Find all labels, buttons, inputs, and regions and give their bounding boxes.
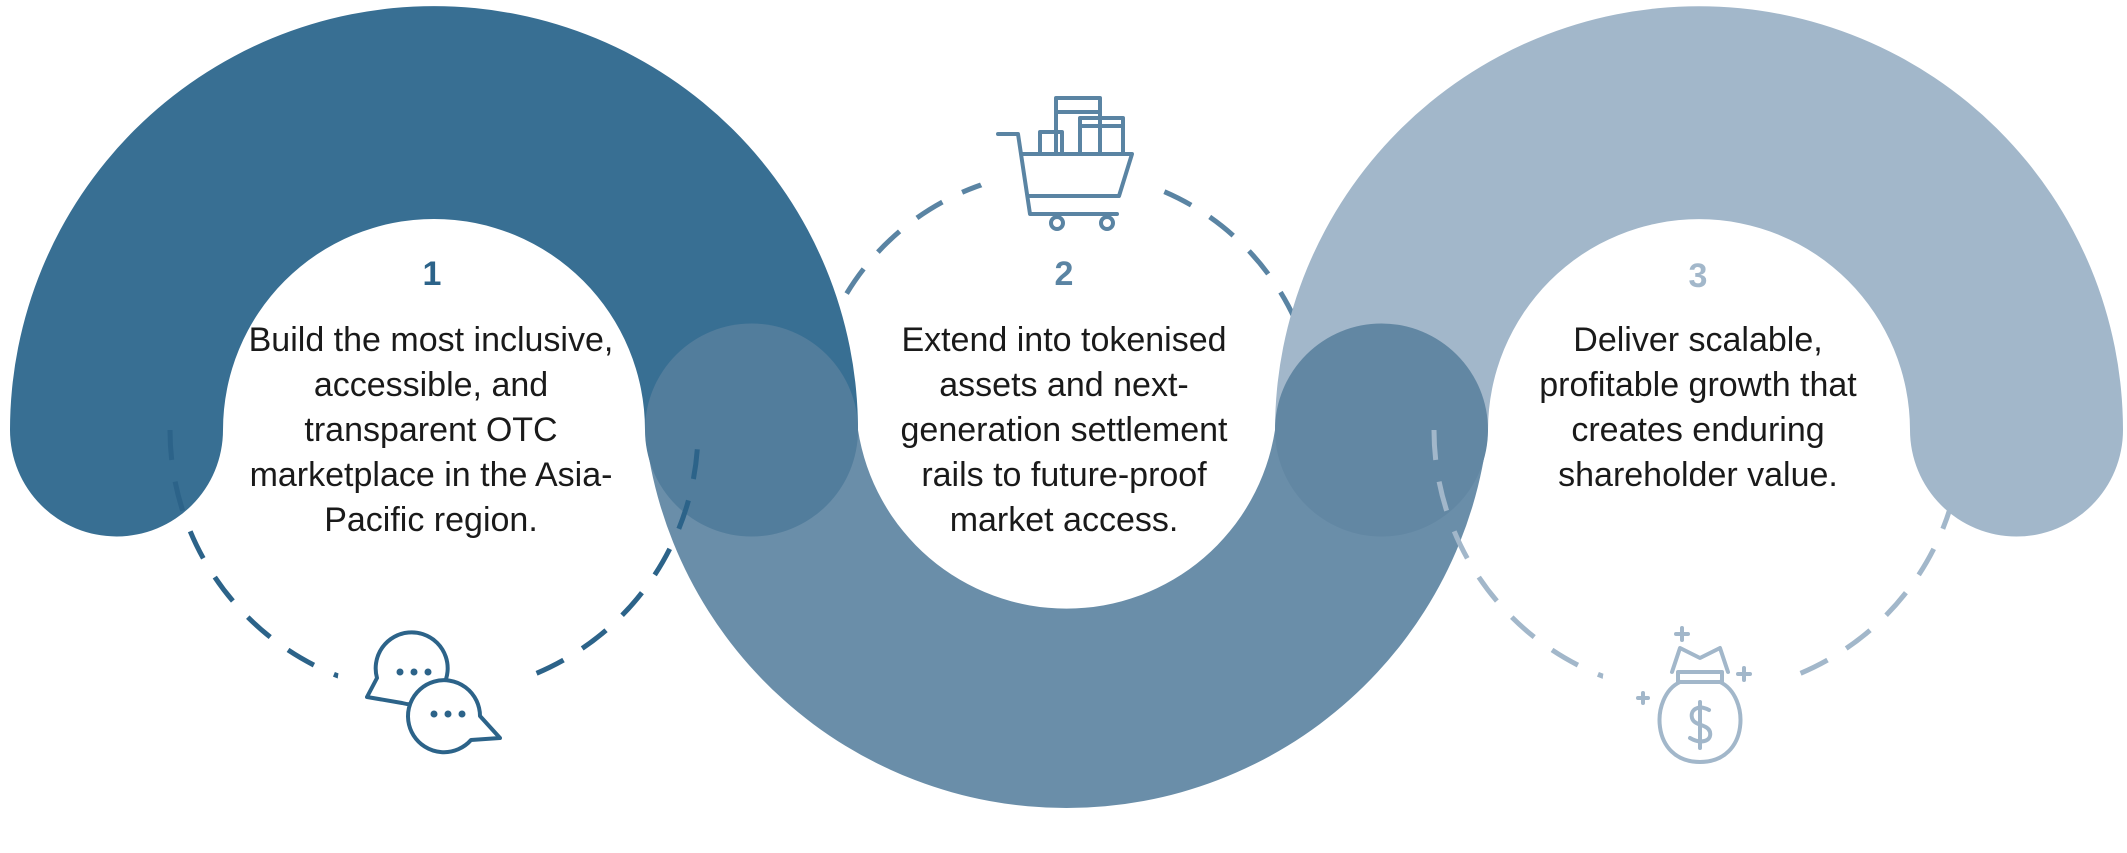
step-3-text: Deliver scalable, profitable growth that…	[1539, 321, 1857, 494]
dashed-ring-3	[1431, 429, 1965, 697]
step-3-number: 3	[1688, 257, 1708, 295]
step-2-text: Extend into tokenised assets and next-ge…	[900, 321, 1228, 539]
step-1-number: 1	[422, 255, 442, 293]
chat-bubbles-icon	[365, 630, 502, 755]
arc-step-2	[645, 430, 1488, 809]
dashed-ring-1	[167, 429, 701, 697]
money-bag-icon	[1636, 626, 1752, 764]
icon-gap-3	[1602, 595, 1792, 785]
arc-step-1	[10, 6, 858, 537]
step-2-number: 2	[1054, 255, 1074, 293]
overlap-right	[1275, 323, 1488, 537]
shopping-cart-icon	[996, 96, 1134, 231]
arc-step-3	[1275, 6, 2123, 537]
overlap-left	[645, 323, 858, 537]
step-1-text: Build the most inclusive, accessible, an…	[248, 321, 614, 539]
